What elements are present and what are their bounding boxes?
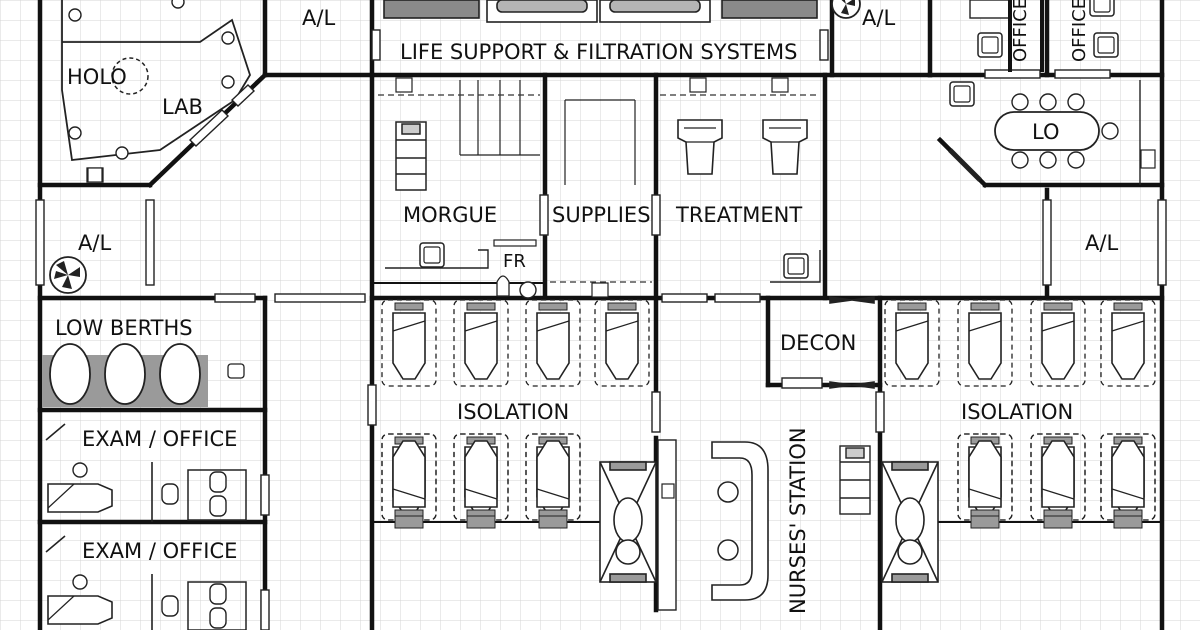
low-berth-pods	[49, 343, 201, 405]
airlock-fan-icon	[831, 0, 861, 19]
morgue-shelves	[459, 80, 636, 185]
conference-table	[994, 111, 1100, 151]
airlock-fan-icon	[49, 256, 87, 294]
isolation-scanner-right	[881, 461, 939, 583]
decon-doors	[829, 296, 875, 389]
label-exam-office-upper: EXAM / OFFICE	[82, 427, 237, 451]
isolation-scanner-left	[599, 461, 657, 583]
label-airlock-mid-left: A/L	[78, 231, 111, 255]
treatment-chair	[783, 253, 809, 279]
fr-label-bar	[493, 239, 537, 247]
exam-room-upper	[45, 423, 247, 522]
low-berth-console	[227, 363, 245, 379]
life-support-machinery	[383, 0, 818, 23]
fr-toilet	[496, 275, 510, 297]
label-isolation-left: ISOLATION	[457, 400, 569, 424]
office-divider	[1040, 0, 1044, 72]
office-divider	[1008, 0, 1012, 72]
office-chair	[977, 32, 1003, 58]
label-lab: LAB	[162, 95, 203, 119]
conference-chairs	[1011, 93, 1119, 169]
label-holo: HOLO	[67, 65, 127, 89]
label-airlock-top-right: A/L	[862, 6, 895, 30]
office-desk	[969, 0, 1011, 19]
fr-sink	[519, 281, 537, 299]
office-chair	[1093, 32, 1119, 58]
label-isolation-right: ISOLATION	[961, 400, 1073, 424]
dashed-counters	[378, 94, 820, 283]
label-life-support: LIFE SUPPORT & FILTRATION SYSTEMS	[400, 40, 797, 64]
medical-cart	[839, 445, 871, 515]
treatment-desk	[770, 250, 821, 283]
morgue-desk	[385, 249, 489, 269]
lounge-chair	[949, 81, 975, 107]
morgue-chair	[419, 242, 445, 268]
nurse-monitor	[661, 483, 675, 499]
label-nurses-station: NURSES' STATION	[786, 427, 810, 614]
isolation-beds-left-mid	[382, 434, 580, 528]
nurse-counter	[711, 441, 769, 601]
morgue-drawers	[395, 121, 427, 191]
exam-room-lower	[45, 535, 247, 630]
office-chair	[1089, 0, 1115, 17]
label-supplies: SUPPLIES	[552, 203, 651, 227]
label-airlock-mid-right: A/L	[1085, 231, 1118, 255]
label-airlock-top-left: A/L	[302, 6, 335, 30]
label-low-berths: LOW BERTHS	[55, 316, 193, 340]
lab-diagonal-door	[188, 84, 256, 147]
label-exam-office-lower: EXAM / OFFICE	[82, 539, 237, 563]
wall-terminals	[87, 77, 1156, 298]
lab-counter	[61, 0, 251, 161]
holo-emitter	[111, 57, 149, 95]
label-office-2: OFFICE	[1069, 0, 1090, 62]
label-fr: FR	[503, 251, 526, 272]
room-labels: HOLO LAB A/L LIFE SUPPORT & FILTRATION S…	[55, 0, 1118, 614]
label-decon: DECON	[780, 331, 856, 355]
isolation-beds-right-mid	[958, 434, 1155, 528]
label-treatment: TREATMENT	[675, 203, 802, 227]
label-lo: LO	[1032, 120, 1059, 144]
lab-stools	[68, 0, 235, 160]
lo-door	[948, 148, 982, 182]
label-office-1: OFFICE	[1010, 0, 1031, 62]
label-morgue: MORGUE	[403, 203, 497, 227]
nurse-stools	[717, 481, 739, 561]
doors	[35, 29, 1167, 630]
nurse-desk-strip	[657, 439, 677, 611]
